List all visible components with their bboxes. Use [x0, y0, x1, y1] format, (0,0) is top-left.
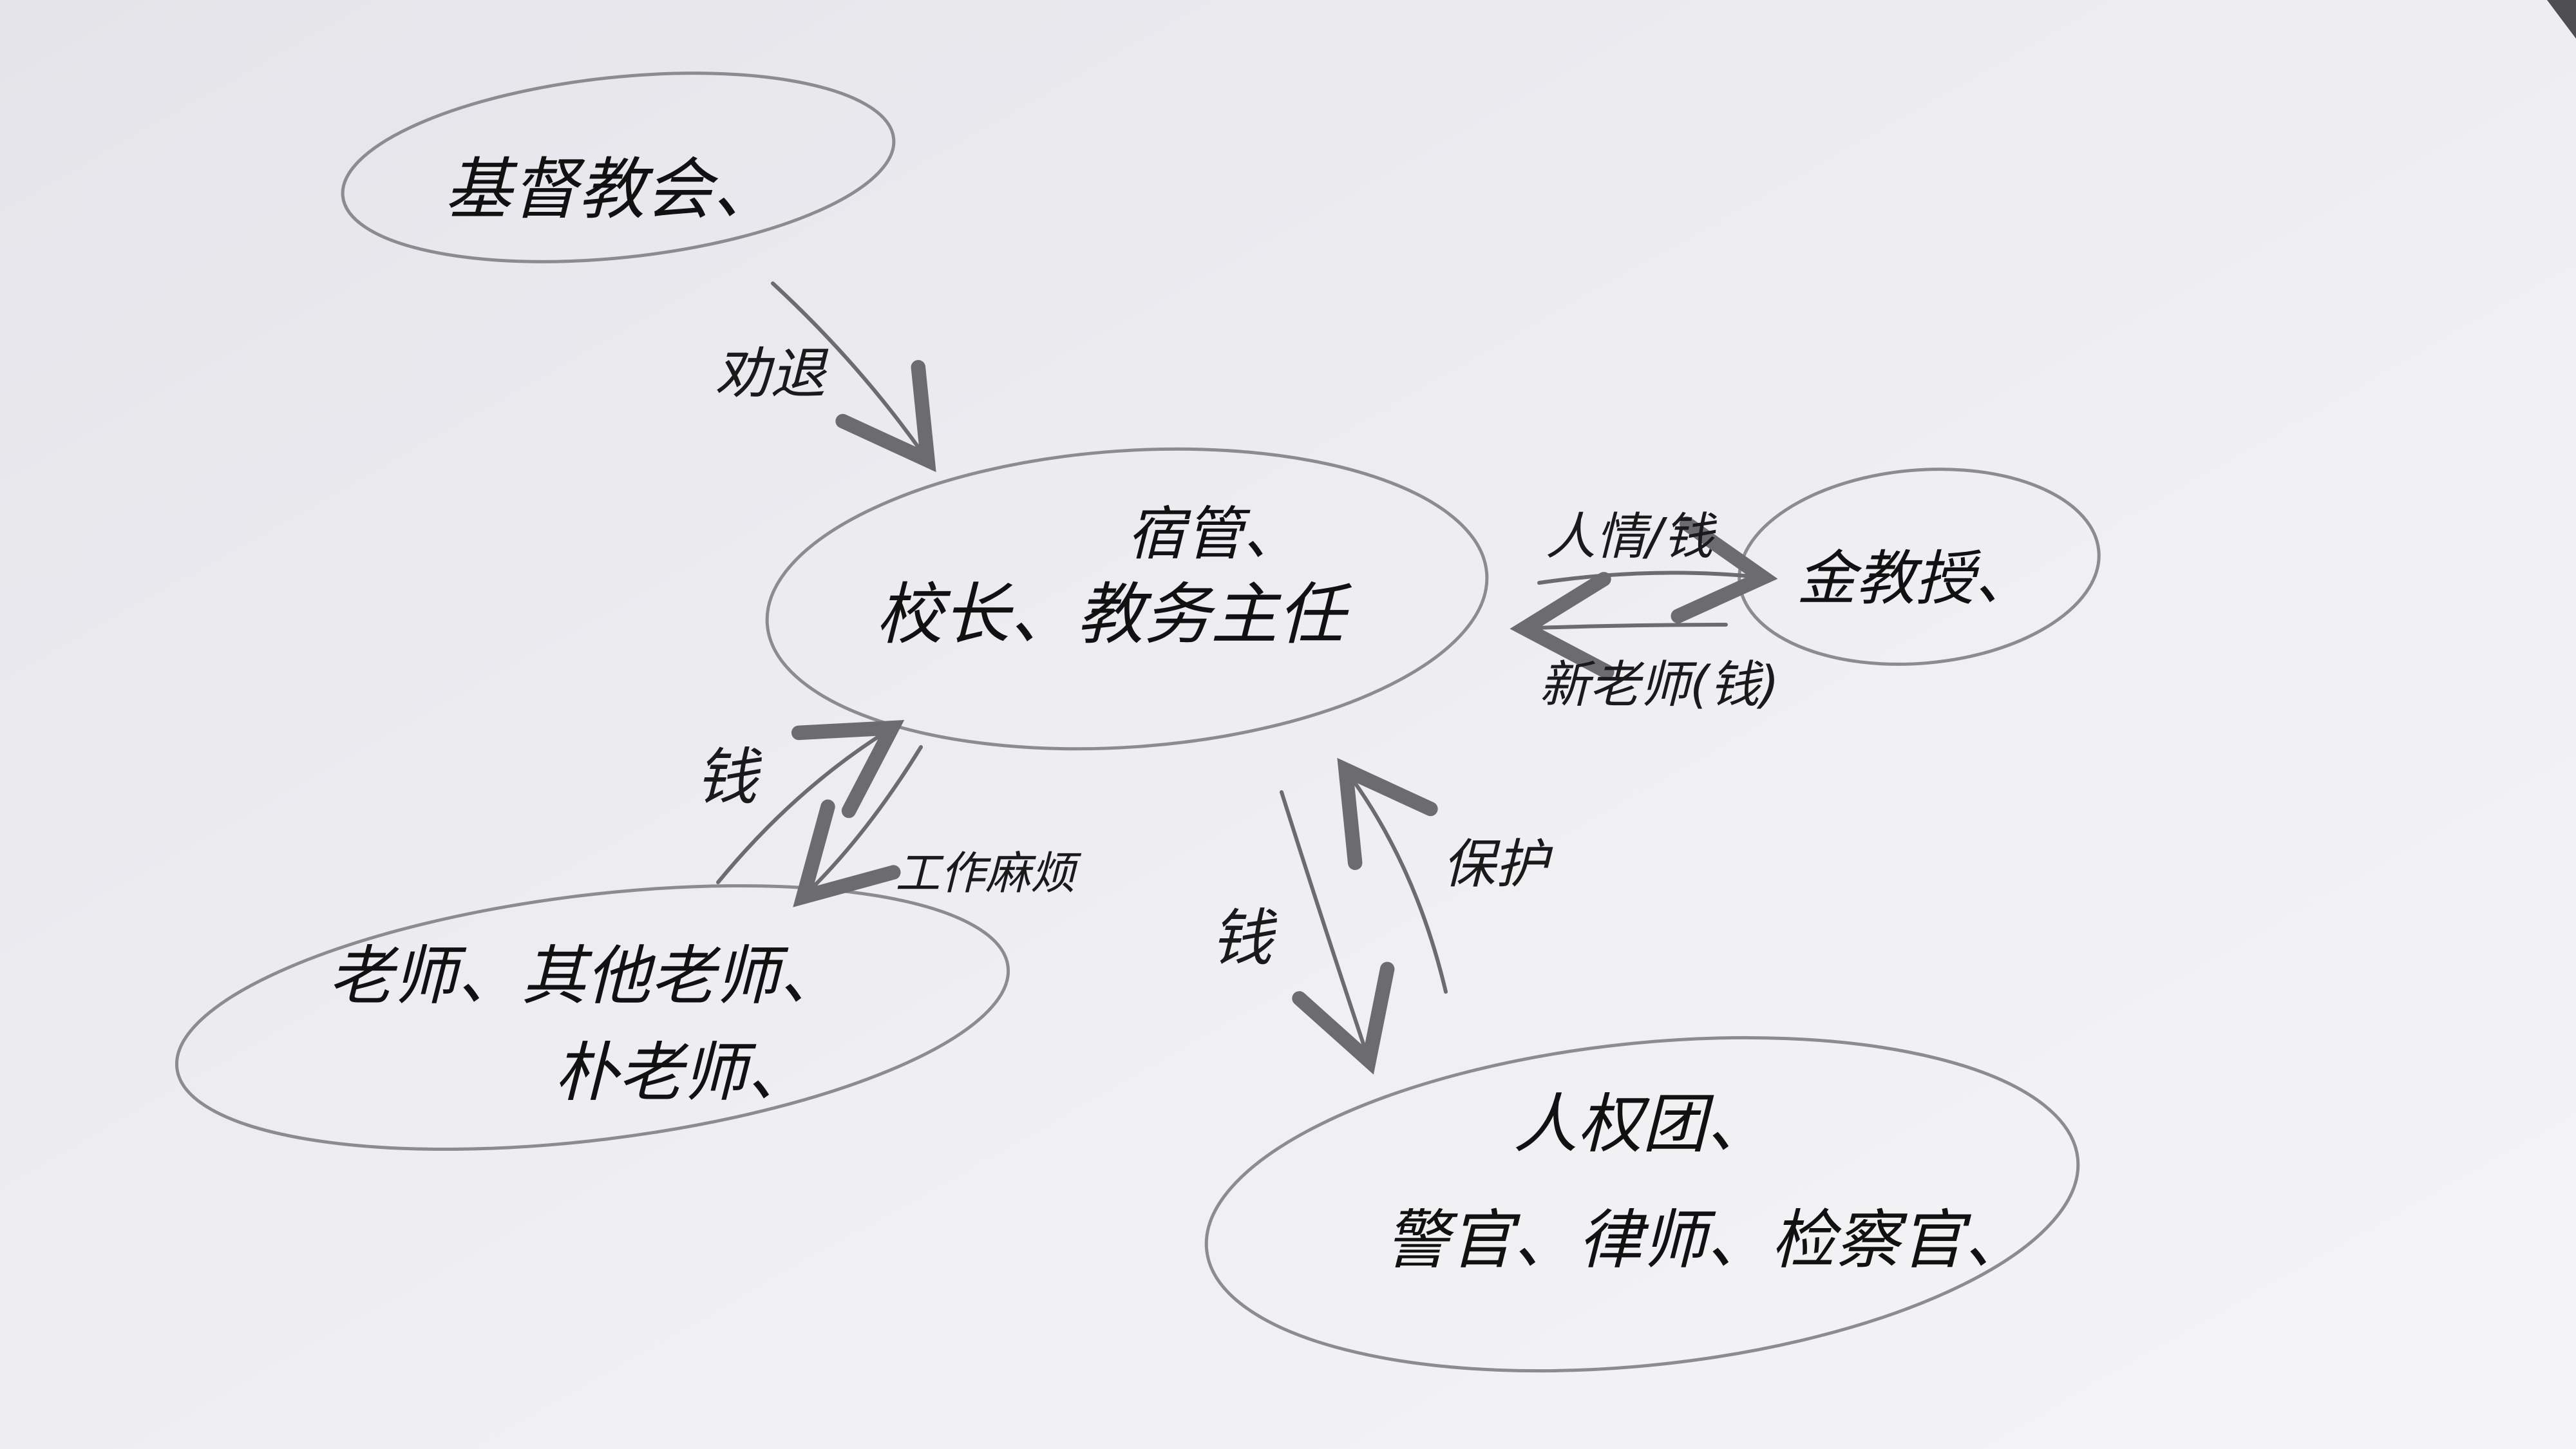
- node-ellipse-people: [1204, 1036, 2080, 1373]
- arrow-jin-to-school: [1510, 572, 1728, 679]
- edge-label-people-school: 保护: [1443, 834, 1553, 895]
- edge-label-school-people: 钱: [1211, 902, 1277, 974]
- node-ellipse-teachers: [175, 884, 1010, 1151]
- arrow-church-to-school: [771, 281, 936, 473]
- node-label-teachers-line2: 朴老师、: [554, 1035, 811, 1110]
- edge-label-teachers-school: 钱: [696, 741, 762, 813]
- arrow-school-to-teachers: [793, 745, 923, 907]
- node-label-church: 基督教会、: [444, 150, 779, 229]
- edge-label-school-teachers: 工作麻烦: [895, 847, 1082, 900]
- node-label-people-line2: 警官、律师、检察官、: [1385, 1202, 2029, 1278]
- node-ellipse-church: [341, 71, 896, 263]
- edge-label-church-school: 劝退: [715, 342, 829, 406]
- node-label-jin: 金教授、: [1797, 544, 2034, 613]
- node-label-school-main: 校长、教务主任: [876, 575, 1352, 654]
- node-label-school-top: 宿管、: [1127, 500, 1301, 568]
- arrow-school-to-people: [1280, 790, 1395, 1075]
- edge-label-school-jin: 人情/钱: [1546, 508, 1717, 566]
- node-label-teachers-line1: 老师、其他老师、: [328, 938, 844, 1014]
- edge-label-jin-school: 新老师(钱): [1539, 656, 1779, 714]
- node-label-people-line1: 人权团、: [1513, 1086, 1771, 1162]
- arrow-people-to-school: [1337, 757, 1448, 994]
- node-ellipse-school: [765, 447, 1489, 751]
